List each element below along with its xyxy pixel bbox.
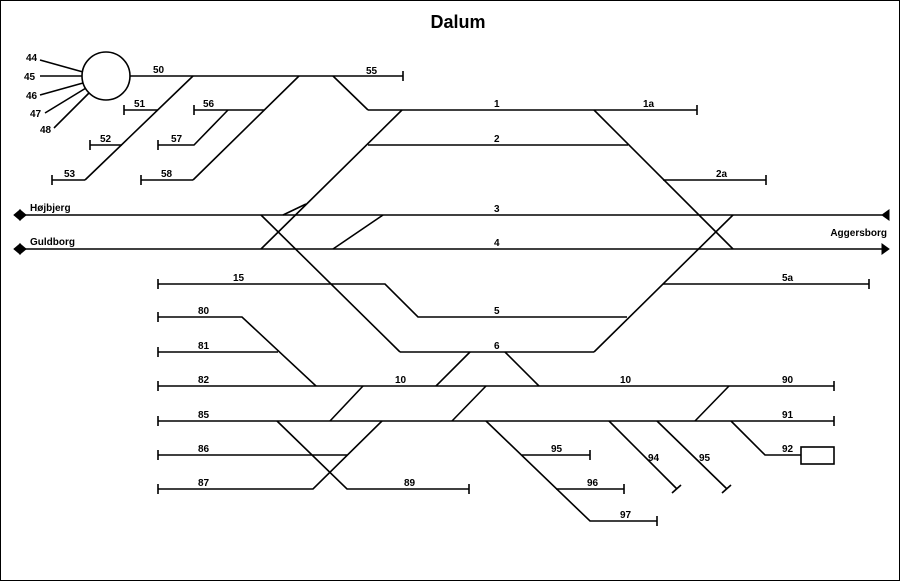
label-51: 51 (134, 99, 146, 110)
track-80 (158, 316, 317, 387)
track-92 (730, 420, 801, 456)
connector-10-85-b (451, 385, 487, 422)
arrow-left-hojbjerg (13, 208, 21, 222)
connector-10-85-a (329, 385, 364, 422)
label-95-spur: 95 (699, 453, 711, 464)
label-50: 50 (153, 65, 165, 76)
label-92: 92 (782, 444, 794, 455)
track-15-5 (158, 283, 627, 318)
label-97: 97 (620, 510, 632, 521)
track-87 (158, 420, 383, 490)
label-52: 52 (100, 134, 112, 145)
track-48 (53, 92, 90, 129)
label-80: 80 (198, 306, 210, 317)
label-55: 55 (366, 66, 378, 77)
label-87: 87 (198, 478, 210, 489)
label-56: 56 (203, 99, 215, 110)
label-89: 89 (404, 478, 416, 489)
connector-3-4 (332, 214, 384, 250)
track-47 (44, 87, 87, 114)
label-6: 6 (494, 341, 500, 352)
arrow-in-aggersborg (881, 209, 890, 221)
label-91: 91 (782, 410, 794, 421)
label-44: 44 (26, 53, 38, 64)
diagram-title: Dalum (430, 12, 485, 32)
track-95-spur (656, 420, 728, 490)
dest-aggersborg: Aggersborg (830, 228, 887, 239)
label-81: 81 (198, 341, 210, 352)
label-94: 94 (648, 453, 660, 464)
label-2: 2 (494, 134, 500, 145)
connector-6-10-west (435, 351, 471, 387)
label-57: 57 (171, 134, 183, 145)
buffer-95-spur (721, 484, 732, 494)
track-97 (485, 420, 657, 522)
connector-1-4-east (593, 109, 734, 250)
label-5a: 5a (782, 273, 794, 284)
buffer-94 (671, 484, 682, 494)
label-82: 82 (198, 375, 210, 386)
label-48: 48 (40, 125, 52, 136)
connector-6-10-east (504, 351, 540, 387)
arrow-right-hojbjerg (19, 208, 27, 222)
label-5: 5 (494, 306, 500, 317)
building-92 (800, 446, 835, 465)
label-85: 85 (198, 410, 210, 421)
label-86: 86 (198, 444, 210, 455)
connector-55-1 (332, 75, 369, 111)
track-46 (39, 82, 84, 96)
label-47: 47 (30, 109, 42, 120)
arrow-out-aggersborg (881, 243, 890, 255)
label-96: 96 (587, 478, 599, 489)
track-57 (158, 109, 229, 146)
label-10-east: 10 (620, 375, 632, 386)
connector-50-53 (84, 75, 194, 181)
label-1: 1 (494, 99, 500, 110)
dest-guldborg: Guldborg (30, 237, 75, 248)
track-94 (608, 420, 678, 490)
dest-hojbjerg: Højbjerg (30, 203, 71, 214)
label-90: 90 (782, 375, 794, 386)
label-1a: 1a (643, 99, 655, 110)
connector-3-short (282, 203, 307, 216)
label-3: 3 (494, 204, 500, 215)
label-95-siding: 95 (551, 444, 563, 455)
arrow-right-guldborg (19, 242, 27, 256)
label-15: 15 (233, 273, 245, 284)
connector-90-91 (694, 385, 730, 422)
track-89 (276, 420, 469, 490)
label-4: 4 (494, 238, 500, 249)
label-53: 53 (64, 169, 76, 180)
track-44 (39, 59, 84, 73)
connector-1-4 (260, 109, 403, 250)
label-45: 45 (24, 72, 36, 83)
turntable (81, 51, 131, 101)
arrow-left-guldborg (13, 242, 21, 256)
label-2a: 2a (716, 169, 728, 180)
connector-50-58 (192, 75, 300, 181)
label-10-west: 10 (395, 375, 407, 386)
label-58: 58 (161, 169, 173, 180)
label-46: 46 (26, 91, 38, 102)
